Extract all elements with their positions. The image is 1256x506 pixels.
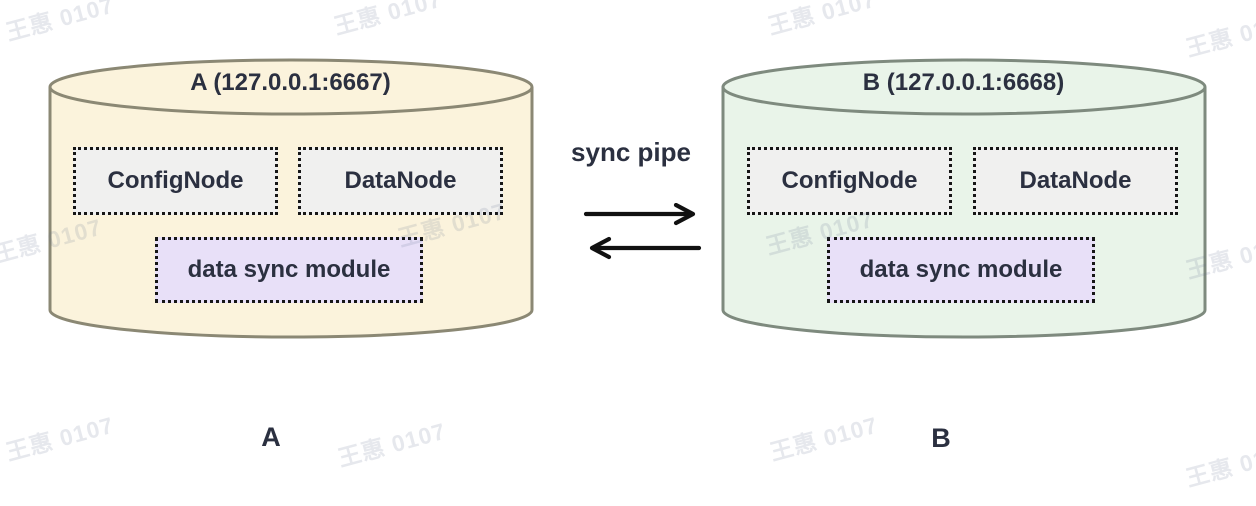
database-a: A (127.0.0.1:6667) ConfigNode DataNode d… (48, 58, 534, 340)
watermark-text: 王惠 0107 (767, 411, 881, 466)
config-node-label-a: ConfigNode (107, 167, 244, 194)
data-sync-module-box-b: data sync module (827, 237, 1095, 303)
database-a-caption: A (261, 422, 281, 452)
watermark-text: 王惠 0107 (335, 417, 449, 472)
data-sync-module-label-b: data sync module (859, 256, 1063, 283)
database-a-title: A (127.0.0.1:6667) (190, 69, 391, 96)
cylinder-b-top-arc (721, 86, 1207, 116)
sync-pipe-label: sync pipe (571, 137, 691, 167)
data-node-label-b: DataNode (1019, 167, 1132, 194)
config-node-box-a: ConfigNode (73, 147, 278, 215)
database-b-caption: B (931, 423, 951, 453)
database-b-title: B (127.0.0.1:6668) (862, 69, 1065, 96)
data-sync-module-box-a: data sync module (155, 237, 423, 303)
watermark-text: 王惠 0107 (331, 0, 445, 40)
arrow-right-icon (583, 203, 696, 226)
sync-arrows (583, 203, 702, 260)
database-b: B (127.0.0.1:6668) ConfigNode DataNode d… (721, 58, 1207, 340)
watermark-text: 王惠 0107 (3, 0, 117, 46)
data-sync-module-label-a: data sync module (187, 256, 391, 283)
data-node-box-a: DataNode (298, 147, 503, 215)
config-node-box-b: ConfigNode (747, 147, 952, 215)
arrow-left-icon (589, 236, 702, 260)
data-node-label-a: DataNode (344, 167, 457, 194)
watermark-text: 王惠 0107 (1183, 437, 1256, 492)
watermark-text: 王惠 0107 (1183, 7, 1256, 62)
data-node-box-b: DataNode (973, 147, 1178, 215)
cylinder-a-top-arc (48, 86, 534, 116)
watermark-text: 王惠 0107 (3, 411, 117, 466)
watermark-text: 王惠 0107 (765, 0, 879, 40)
config-node-label-b: ConfigNode (781, 167, 918, 194)
